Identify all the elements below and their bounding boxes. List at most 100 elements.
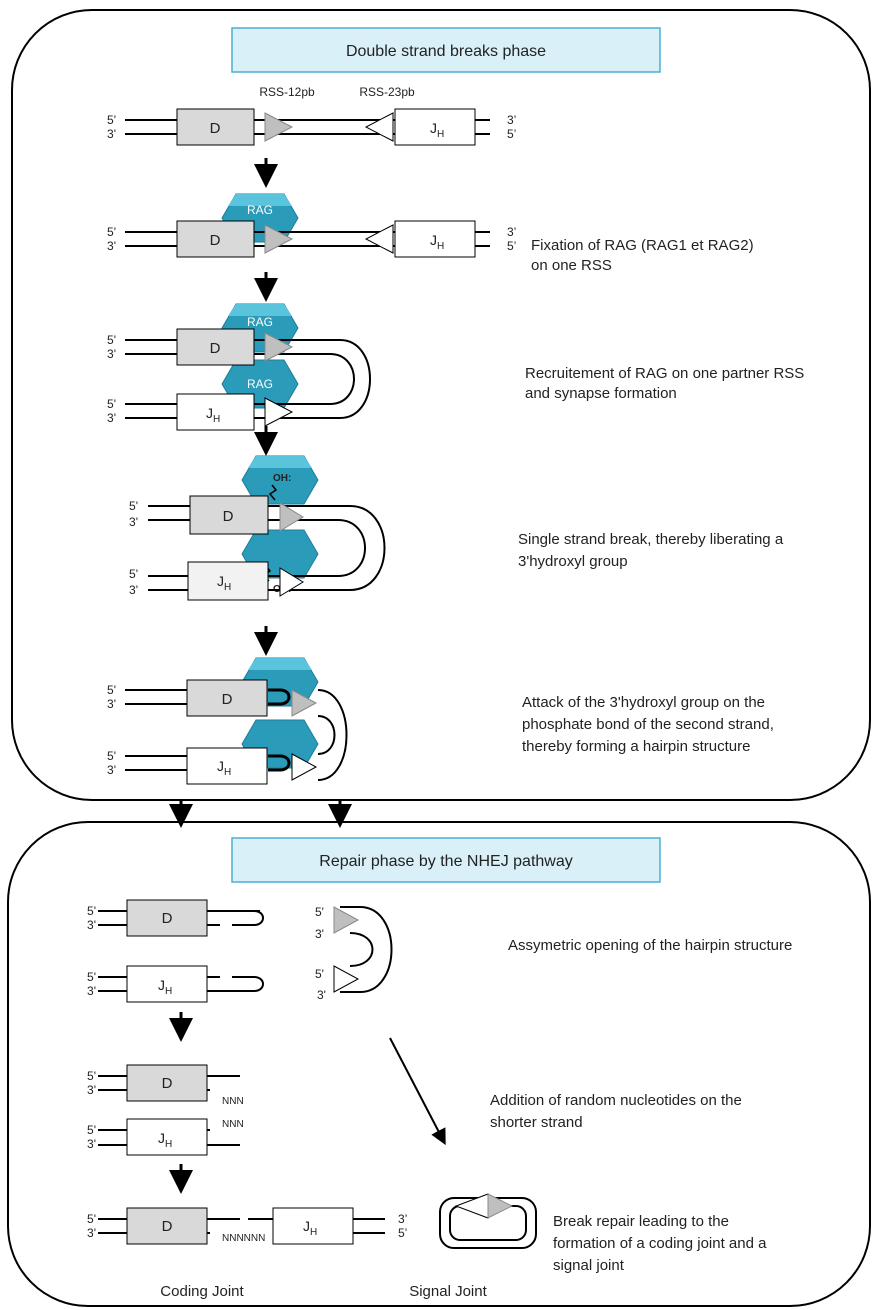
step-description: phosphate bond of the second strand, (522, 716, 774, 733)
three-prime-label: 3’ (507, 225, 516, 239)
three-prime-label: 3’ (398, 1212, 407, 1226)
five-prime-label: 5' (107, 683, 116, 697)
three-prime-label: 3' (107, 347, 116, 361)
five-prime-label: 5' (129, 567, 138, 581)
three-prime-label: 3' (107, 239, 116, 253)
n-nucleotides-label: NNNNNN (222, 1233, 265, 1244)
coding-joint-label: Coding Joint (160, 1283, 244, 1300)
five-prime-label: 5' (107, 749, 116, 763)
phase2-title: Repair phase by the NHEJ pathway (319, 853, 572, 870)
five-prime-label: 5' (129, 499, 138, 513)
five-prime-label: 5’ (507, 239, 516, 253)
jh-segment-label: JH (206, 405, 220, 425)
rag-highlight (228, 304, 292, 316)
signal-joint-arrow (389, 1037, 446, 1146)
step-description: Single strand break, thereby liberating … (518, 531, 784, 548)
five-prime-label: 5' (107, 225, 116, 239)
step-description: signal joint (553, 1257, 625, 1274)
jh-segment-label: JH (158, 1130, 172, 1150)
step-description: Fixation of RAG (RAG1 et RAG2) (531, 237, 754, 254)
coding-joint (98, 1207, 385, 1245)
n-nucleotides-label: NNN (222, 1119, 244, 1130)
three-prime-label: 3' (107, 763, 116, 777)
step-description: and synapse formation (525, 385, 677, 402)
five-prime-label: 5' (87, 1123, 96, 1137)
five-prime-label: 5' (315, 905, 324, 919)
step-description: formation of a coding joint and a (553, 1235, 767, 1252)
rag-label: RAG (247, 203, 273, 217)
three-prime-label: 3' (87, 918, 96, 932)
step-description: Assymetric opening of the hairpin struct… (508, 937, 792, 954)
three-prime-label: 3’ (507, 113, 516, 127)
three-prime-label: 3' (129, 583, 138, 597)
five-prime-label: 5' (87, 970, 96, 984)
three-prime-label: 3' (129, 515, 138, 529)
rag-label: RAG (247, 377, 273, 391)
jh-segment-label: JH (430, 232, 444, 252)
rag-highlight (248, 456, 312, 468)
d-segment-label: D (162, 1075, 173, 1092)
jh-segment-label: JH (217, 573, 231, 593)
five-prime-label: 5' (107, 397, 116, 411)
step-description: Addition of random nucleotides on the (490, 1092, 742, 1109)
rag-label: RAG (247, 315, 273, 329)
d-segment-label: D (162, 910, 173, 927)
rss23-label: RSS-23pb (359, 85, 415, 99)
d-segment-label: D (210, 120, 221, 137)
three-prime-label: 3' (87, 1137, 96, 1151)
five-prime-label: 5’ (398, 1226, 407, 1240)
step-description: 3'hydroxyl group (518, 553, 628, 570)
phase1-title: Double strand breaks phase (346, 43, 546, 60)
five-prime-label: 5' (107, 113, 116, 127)
three-prime-label: 3' (87, 1226, 96, 1240)
d-segment-label: D (223, 508, 234, 525)
five-prime-label: 5' (87, 1212, 96, 1226)
three-prime-label: 3' (87, 984, 96, 998)
five-prime-label: 5’ (507, 127, 516, 141)
synapse-dna (125, 328, 371, 431)
rag-highlight (228, 194, 292, 206)
signal-joint (439, 1193, 537, 1249)
step-description: shorter strand (490, 1114, 583, 1131)
three-prime-label: 3' (107, 411, 116, 425)
d-segment-label: D (210, 232, 221, 249)
five-prime-label: 5' (107, 333, 116, 347)
hairpin-dna (125, 679, 348, 785)
germline-dna-bound (125, 220, 490, 258)
n-nucleotides-label: NNN (222, 1096, 244, 1107)
d-segment-label: D (162, 1218, 173, 1235)
step-description: Attack of the 3'hydroxyl group on the (522, 694, 765, 711)
phase2-panel (7, 821, 871, 1307)
jh-segment-label: JH (430, 120, 444, 140)
step-description: on one RSS (531, 257, 612, 274)
phase1-title-box (231, 27, 661, 73)
phase2-title-box (231, 837, 661, 883)
step-description: thereby forming a hairpin structure (522, 738, 750, 755)
step-description: Break repair leading to the (553, 1213, 729, 1230)
five-prime-label: 5' (315, 967, 324, 981)
rag-highlight (248, 658, 312, 670)
d-segment-label: D (222, 691, 233, 708)
jh-segment-label: JH (303, 1218, 317, 1238)
opened-coding-ends (98, 899, 264, 1003)
cleavage-mark (268, 484, 278, 501)
three-prime-label: 3' (87, 1083, 96, 1097)
jh-segment-label: JH (158, 977, 172, 997)
rss12-label: RSS-12pb (259, 85, 315, 99)
three-prime-label: 3' (107, 697, 116, 711)
d-segment-label: D (210, 340, 221, 357)
three-prime-label: 3' (317, 988, 326, 1002)
n-addition (98, 1064, 240, 1156)
jh-segment-label: JH (217, 758, 231, 778)
step-description: Recruitement of RAG on one partner RSS (525, 365, 804, 382)
hydroxyl-label: OH: (273, 473, 291, 484)
signal-joint-label: Signal Joint (409, 1283, 487, 1300)
three-prime-label: 3' (315, 927, 324, 941)
germline-dna (125, 108, 490, 146)
phase1-panel (11, 9, 871, 801)
five-prime-label: 5' (87, 904, 96, 918)
nicked-dna (148, 495, 386, 601)
five-prime-label: 5' (87, 1069, 96, 1083)
three-prime-label: 3' (107, 127, 116, 141)
